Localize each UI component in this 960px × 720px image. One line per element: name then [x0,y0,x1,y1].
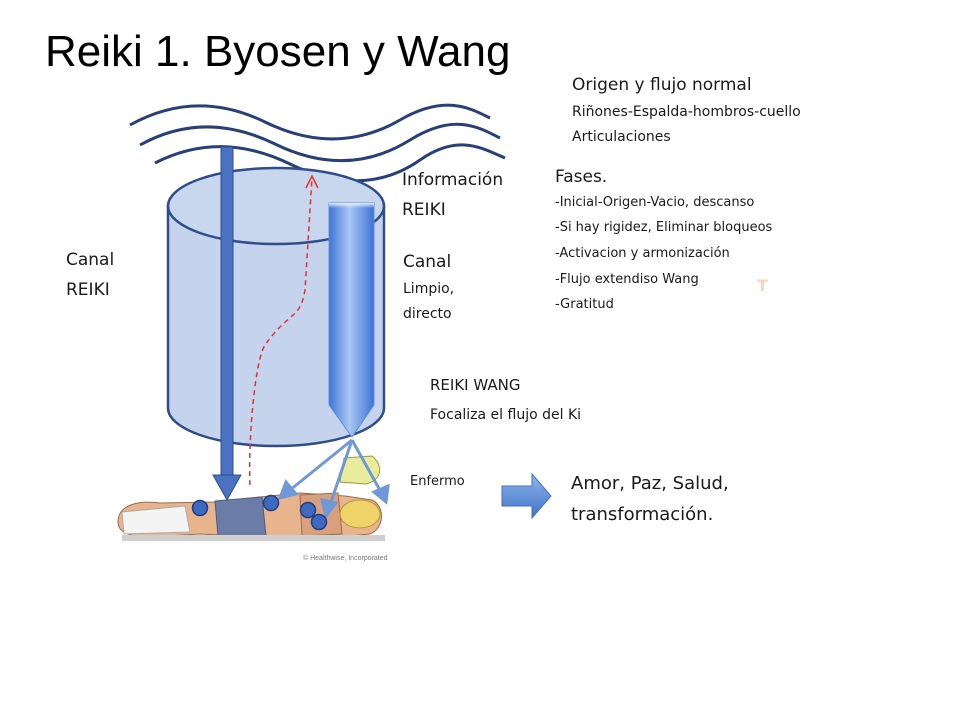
fases-heading: Fases. [555,167,608,187]
fases-item: -Inicial-Origen-Vacio, descanso [555,195,755,210]
origen-line: Articulaciones [572,129,671,145]
wave-line [139,122,501,163]
label-reiki-left: REIKI [66,280,110,300]
label-enfermo: Enfermo [410,474,465,489]
page-title: Reiki 1. Byosen y Wang [45,27,511,76]
result-arrow [501,472,552,520]
copyright-text: © Healthwise, Incorporated [303,555,388,562]
contact-dot [299,501,317,519]
fases-item: -Si hay rigidez, Eliminar bloqueos [555,220,773,235]
label-canal-right: Canal [403,252,452,272]
channel-arrow [212,146,242,502]
contact-dot [310,513,328,531]
wang-arrow [328,202,375,438]
information-flow-dashed [248,177,313,486]
information-flow-arrowhead [305,174,319,189]
label-informacion: Información [402,170,504,190]
label-directo: directo [403,306,452,322]
fases-item: -Activacion y armonización [555,246,730,261]
origen-heading: Origen y flujo normal [572,75,752,95]
contact-dot [262,494,280,512]
label-limpio: Limpio, [403,281,455,297]
contact-points [191,494,328,531]
resultado-line: Amor, Paz, Salud, [571,473,729,494]
fases-item: -Flujo extendiso Wang [555,272,699,287]
reiki-wang-sub: Focaliza el flujo del Ki [430,407,582,423]
contact-dot [191,499,209,517]
reiki-wang-heading: REIKI WANG [430,376,521,394]
resultado-line: transformación. [571,504,714,525]
faint-mark: T [757,276,768,295]
label-canal-left: Canal [66,250,115,270]
label-informacion-reiki: REIKI [402,200,446,220]
spread-arrows [277,438,390,520]
wave-line [129,103,491,141]
byosen-cone [339,455,381,485]
origen-line: Riñones-Espalda-hombros-cuello [572,104,801,120]
patient-illustration [117,492,385,541]
fases-item: -Gratitud [555,297,614,312]
